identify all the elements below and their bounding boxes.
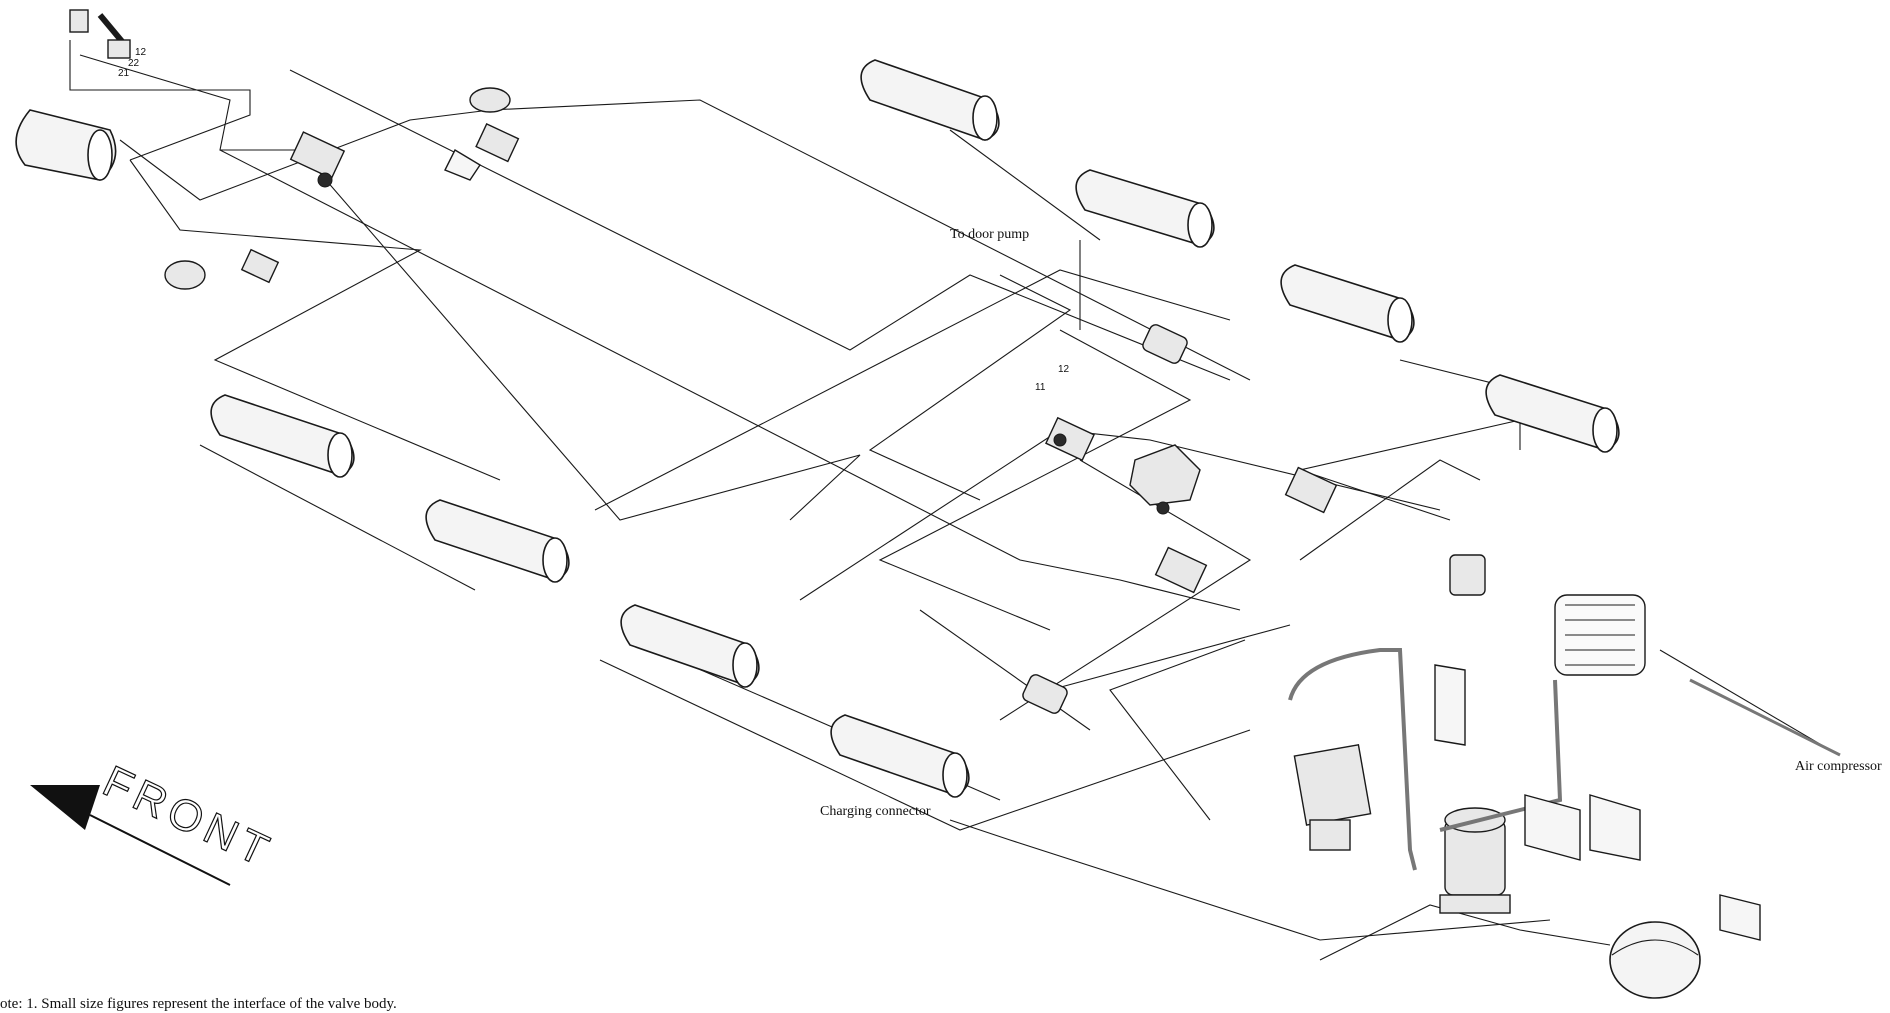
mounting-bracket-1 (1434, 664, 1466, 746)
hand-control-valve (69, 9, 131, 59)
label-charging-connector: Charging connector (820, 804, 931, 819)
brake-valve-top (289, 131, 346, 188)
condenser-coil (1554, 594, 1646, 676)
spring-brake-canister-lower (1022, 674, 1068, 714)
relay-valve-middle (1154, 546, 1208, 594)
front-direction-arrow (30, 785, 231, 886)
quick-release-valve (1129, 444, 1201, 515)
air-tank-top-left (15, 109, 117, 181)
footnote: ote: 1. Small size figures represent the… (0, 996, 397, 1012)
air-tank-bottom-right (1609, 921, 1701, 999)
spring-brake-canister-upper (1142, 324, 1188, 364)
air-tank-right-2 (1485, 374, 1620, 453)
mounting-bracket-5 (444, 149, 481, 181)
port-label-11: 11 (1035, 382, 1046, 393)
mounting-bracket-4 (1719, 894, 1761, 941)
label-air-compressor: Air compressor (1795, 759, 1882, 774)
air-tank-center-2 (830, 714, 970, 798)
air-tank-left-1 (210, 394, 355, 478)
port-label-12-top: 12 (135, 47, 147, 58)
label-door-pump: To door pump (950, 227, 1029, 242)
port-label-22-top: 22 (128, 58, 140, 69)
mounting-bracket-3 (1589, 794, 1641, 861)
brake-chamber-top (469, 87, 520, 163)
air-dryer (1439, 807, 1511, 914)
compressor-line (1288, 648, 1841, 871)
protection-valve (1293, 743, 1372, 851)
front-label: FRONT (96, 757, 281, 878)
air-tank-top-right-1 (860, 59, 1000, 141)
brake-chamber-left (164, 248, 280, 290)
air-tank-right-1 (1280, 264, 1415, 343)
air-tank-top-right-2 (1075, 169, 1215, 248)
mounting-bracket-2 (1524, 794, 1581, 861)
air-tank-center-1 (620, 604, 760, 688)
port-label-21-top: 21 (118, 68, 130, 79)
port-label-12: 12 (1058, 364, 1070, 375)
relay-valve-right (1284, 466, 1338, 514)
air-tank-left-2 (425, 499, 570, 583)
filter-element (1449, 554, 1486, 596)
relay-valve-center (1045, 416, 1095, 462)
pipe-network (69, 40, 1831, 961)
